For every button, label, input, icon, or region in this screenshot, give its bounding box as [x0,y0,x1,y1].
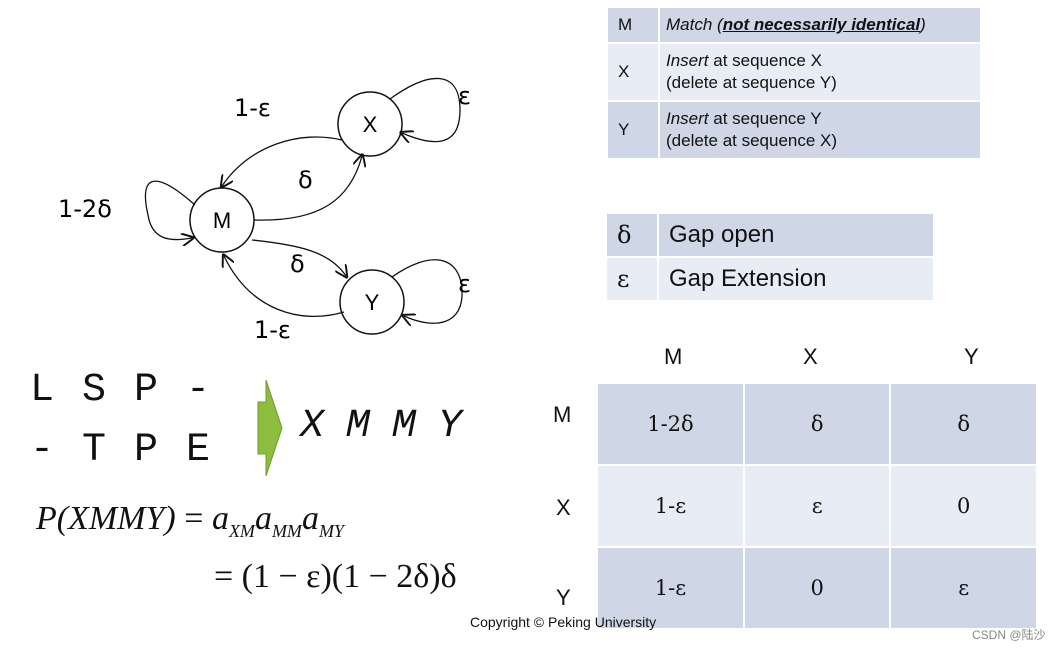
matrix-row: 1-ε 0 ε [598,546,1036,628]
matrix-cell: ε [742,464,891,547]
gap-row: ε Gap Extension [607,256,933,300]
state-path: XMMY [300,404,485,449]
label-m-self: 1-2δ [58,195,112,223]
matrix-col-header-m: M [664,344,683,369]
matrix-cell: 0 [889,464,1036,547]
label-y-self: ε [458,270,471,298]
state-symbol: Y [608,100,659,158]
formula-line2: = (1 − ε)(1 − 2δ)δ [214,558,457,595]
node-m-label: M [213,208,231,233]
states-legend-table: M Match (not necessarily identical) X In… [608,8,980,158]
formula-sub: MM [271,520,302,541]
alignment-seq2: -TPE [30,428,239,473]
node-x [337,91,403,157]
alignment-seq1: LSP- [30,368,239,413]
edge-y-self [391,259,463,323]
formula-a: a [301,500,319,537]
formula-lhs: P(XMMY) [36,500,176,537]
copyright-text: Copyright © Peking University [470,614,657,630]
state-description: Insert at sequence Y (delete at sequence … [658,100,980,158]
state-desc-rest: at sequence Y [708,109,822,128]
matrix-row-header-y: Y [556,585,571,610]
edge-y-to-m [224,256,345,318]
hmm-state-diagram: M X Y 1-ε ε δ 1-2δ δ ε 1-ε [58,77,471,344]
matrix-cell: δ [889,384,1036,465]
matrix-cell: 0 [742,546,891,628]
transition-matrix: 1-2δ δ δ 1-ε ε 0 1-ε 0 ε [598,384,1036,628]
edge-m-to-y [251,239,346,276]
matrix-cell: 1-2δ [598,384,744,465]
state-desc-line2: (delete at sequence X) [666,131,838,150]
state-row-m: M Match (not necessarily identical) [608,8,980,43]
edge-x-to-m [222,136,343,186]
matrix-row: 1-2δ δ δ [598,384,1036,465]
matrix-cell: δ [742,384,891,465]
node-x-label: X [363,112,378,137]
matrix-cell: ε [889,546,1036,628]
matrix-cell: 1-ε [598,464,744,547]
formula-sub: MY [318,520,344,541]
formula-a: a [254,500,272,537]
watermark-text: CSDN @陆沙 [972,628,1046,642]
label-x-to-m: 1-ε [234,94,271,122]
gap-symbol: ε [607,256,658,300]
state-desc-paren: ) [920,15,926,34]
edge-x-self [389,77,461,141]
label-y-to-m: 1-ε [254,316,291,344]
green-arrow-icon [257,379,283,477]
gap-label: Gap open [657,214,933,257]
node-y-label: Y [365,290,380,315]
state-row-x: X Insert at sequence X (delete at sequenc… [608,42,980,101]
state-symbol: X [608,42,659,101]
edge-m-self [144,180,195,239]
state-row-y: Y Insert at sequence Y (delete at sequenc… [608,100,980,158]
matrix-col-header-x: X [803,344,818,369]
state-desc-emphasis: not necessarily identical [722,15,921,34]
state-desc-paren: ( [712,15,723,34]
matrix-row-header-x: X [556,495,571,520]
formula-a: a [211,500,229,537]
state-description: Insert at sequence X (delete at sequence … [658,42,980,101]
state-desc-italic: Insert [666,109,709,128]
node-y [339,269,405,335]
state-desc-rest: at sequence X [708,51,822,70]
edge-m-to-x [253,156,362,221]
matrix-col-header-y: Y [964,344,979,369]
label-m-to-y: δ [290,250,305,278]
matrix-row-header-m: M [553,402,572,427]
matrix-row: 1-ε ε 0 [598,464,1036,547]
label-x-self: ε [458,82,471,110]
state-symbol: M [608,8,659,43]
matrix-cell: 1-ε [598,546,744,628]
state-description: Match (not necessarily identical) [658,8,980,43]
gap-symbol: δ [607,214,658,257]
gap-row: δ Gap open [607,214,933,257]
state-desc-italic: Match [666,15,713,34]
formula-equals: = [184,500,204,537]
label-m-to-x: δ [298,166,313,194]
formula-sub: XM [228,520,255,541]
formula-line1: P(XMMY) = aXMaMMaMY [36,500,344,542]
state-desc-italic: Insert [666,51,709,70]
gap-label: Gap Extension [657,256,933,300]
state-desc-line2: (delete at sequence Y) [666,73,837,92]
gap-legend-table: δ Gap open ε Gap Extension [607,214,933,300]
